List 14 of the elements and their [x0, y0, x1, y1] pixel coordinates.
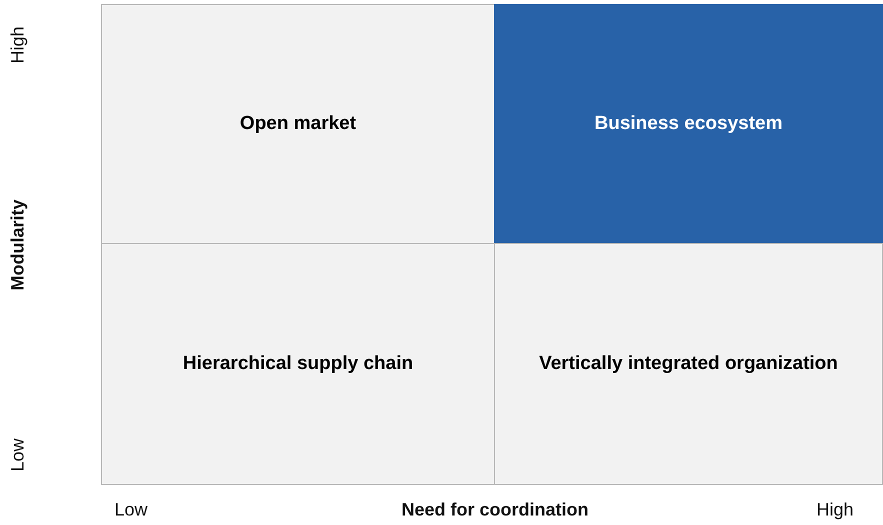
quadrant-label: Business ecosystem [594, 113, 782, 135]
quadrant-box [101, 4, 495, 244]
quadrant-label: Open market [240, 113, 356, 135]
axis-title: Need for coordination [402, 500, 588, 520]
quadrant-box [101, 243, 495, 485]
axis-tick-label: Low [8, 438, 28, 472]
quadrant-box [494, 4, 883, 244]
axis-tick-label: Low [114, 500, 148, 520]
axis-tick-label: High [816, 500, 854, 520]
quadrant-label: Hierarchical supply chain [182, 353, 414, 375]
quadrant-box [494, 243, 883, 485]
quadrant-label: Vertically integrated organization [539, 353, 838, 375]
axis-tick-label: High [8, 26, 28, 64]
axis-title: Modularity [8, 200, 28, 290]
